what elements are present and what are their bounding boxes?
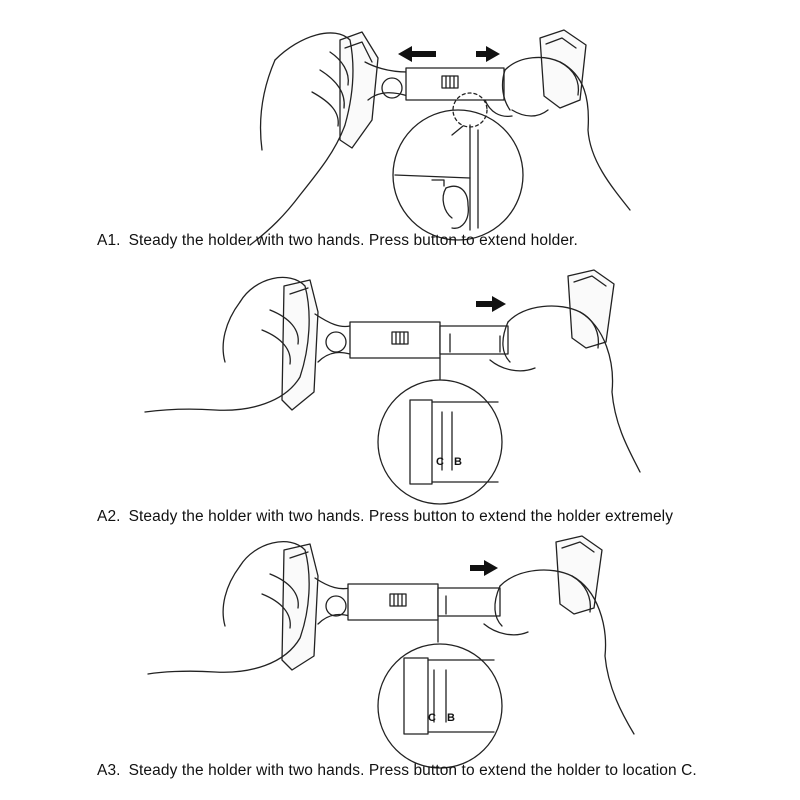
step-a2-panel: C B A2. Steady the holder with two hands.…	[0, 262, 800, 528]
step-a2-text: Steady the holder with two hands. Press …	[128, 508, 674, 525]
step-a3-text: Steady the holder with two hands. Press …	[128, 762, 697, 779]
step-a2-marker-b: B	[454, 456, 462, 468]
step-a2-number: A2.	[97, 508, 121, 525]
step-a1-illustration	[249, 29, 631, 246]
step-a1-caption: A1. Steady the holder with two hands. Pre…	[97, 232, 578, 250]
step-a2-marker-c: C	[436, 456, 444, 468]
step-a3-number: A3.	[97, 762, 121, 779]
step-a1-text: Steady the holder with two hands. Press …	[128, 232, 578, 249]
step-a3-panel: C B A3. Steady the holder with two hands.…	[0, 528, 800, 800]
step-a3-marker-b: B	[447, 712, 455, 724]
step-a3-caption: A3. Steady the holder with two hands. Pre…	[97, 762, 697, 780]
step-a1-number: A1.	[97, 232, 121, 249]
step-a3-marker-c: C	[428, 712, 436, 724]
step-a3-illustration: C B	[147, 535, 635, 769]
step-a2-illustration: C B	[144, 269, 641, 505]
step-a1-panel: A1. Steady the holder with two hands. Pre…	[0, 0, 800, 260]
step-a2-caption: A2. Steady the holder with two hands. Pre…	[97, 508, 673, 526]
